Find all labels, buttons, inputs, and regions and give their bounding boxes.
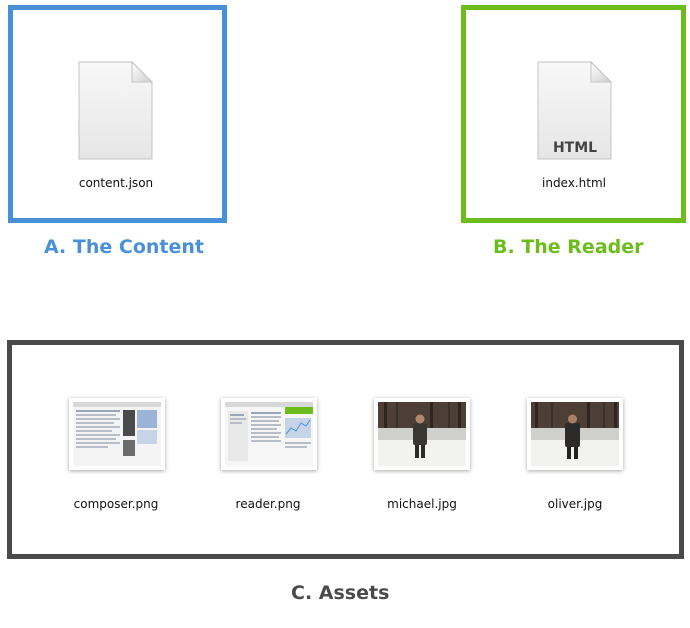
content-json-filename: content.json: [78, 176, 154, 190]
screenshot-thumbnail-icon: [73, 402, 161, 466]
json-file-icon[interactable]: [76, 60, 154, 162]
michael-jpg-filename: michael.jpg: [387, 497, 457, 511]
html-badge: HTML: [552, 140, 598, 156]
content-group-frame: [8, 5, 227, 223]
reader-png-filename: reader.png: [235, 497, 301, 511]
reader-caption: B. The Reader: [493, 236, 644, 258]
screenshot-thumbnail-icon: [225, 402, 313, 466]
index-html-filename: index.html: [542, 176, 606, 190]
content-caption: A. The Content: [44, 236, 204, 258]
composer-png-thumbnail[interactable]: [69, 398, 165, 470]
reader-png-thumbnail[interactable]: [221, 398, 317, 470]
oliver-jpg-thumbnail[interactable]: [527, 398, 623, 470]
assets-caption: C. Assets: [291, 582, 390, 604]
html-file-icon[interactable]: HTML: [535, 60, 613, 162]
photo-thumbnail-icon: [531, 402, 619, 466]
composer-png-filename: composer.png: [73, 497, 159, 511]
michael-jpg-thumbnail[interactable]: [374, 398, 470, 470]
photo-thumbnail-icon: [378, 402, 466, 466]
oliver-jpg-filename: oliver.jpg: [547, 497, 603, 511]
